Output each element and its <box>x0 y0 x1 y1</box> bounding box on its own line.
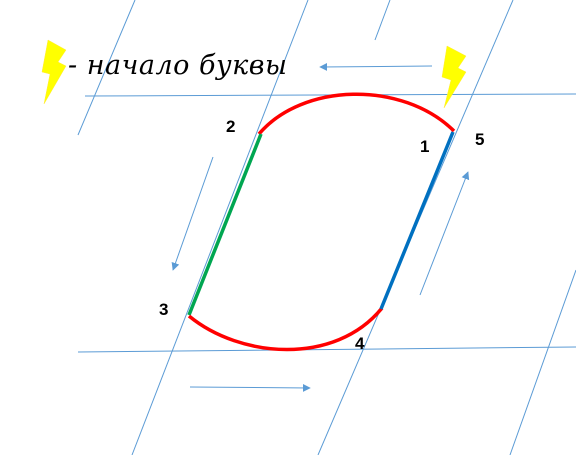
point-label-4: 4 <box>355 334 365 353</box>
slant-line-5 <box>374 0 391 41</box>
slant-line-2 <box>131 0 309 455</box>
right-blue-stroke <box>379 131 455 310</box>
point-label-2: 2 <box>226 117 236 136</box>
left-green-stroke <box>187 133 263 316</box>
arrow-right <box>189 383 311 392</box>
slant-line-4 <box>509 269 576 455</box>
horizontal-rule-bottom <box>77 346 576 353</box>
lightning-bolt-icon <box>41 39 67 105</box>
point-label-1: 1 <box>420 137 430 156</box>
point-label-3: 3 <box>159 300 169 319</box>
top-arc-stroke <box>257 92 456 136</box>
bottom-arc-stroke <box>187 306 384 352</box>
lightning-bolt-start-icon <box>441 45 467 109</box>
direction-arrows <box>171 62 470 392</box>
arrow-down-left <box>171 156 214 271</box>
arrow-up-right <box>419 171 470 296</box>
legend-text: - начало буквы <box>68 50 288 81</box>
arrow-left <box>319 62 433 71</box>
slant-line-1 <box>77 0 136 136</box>
point-label-5: 5 <box>475 130 485 149</box>
